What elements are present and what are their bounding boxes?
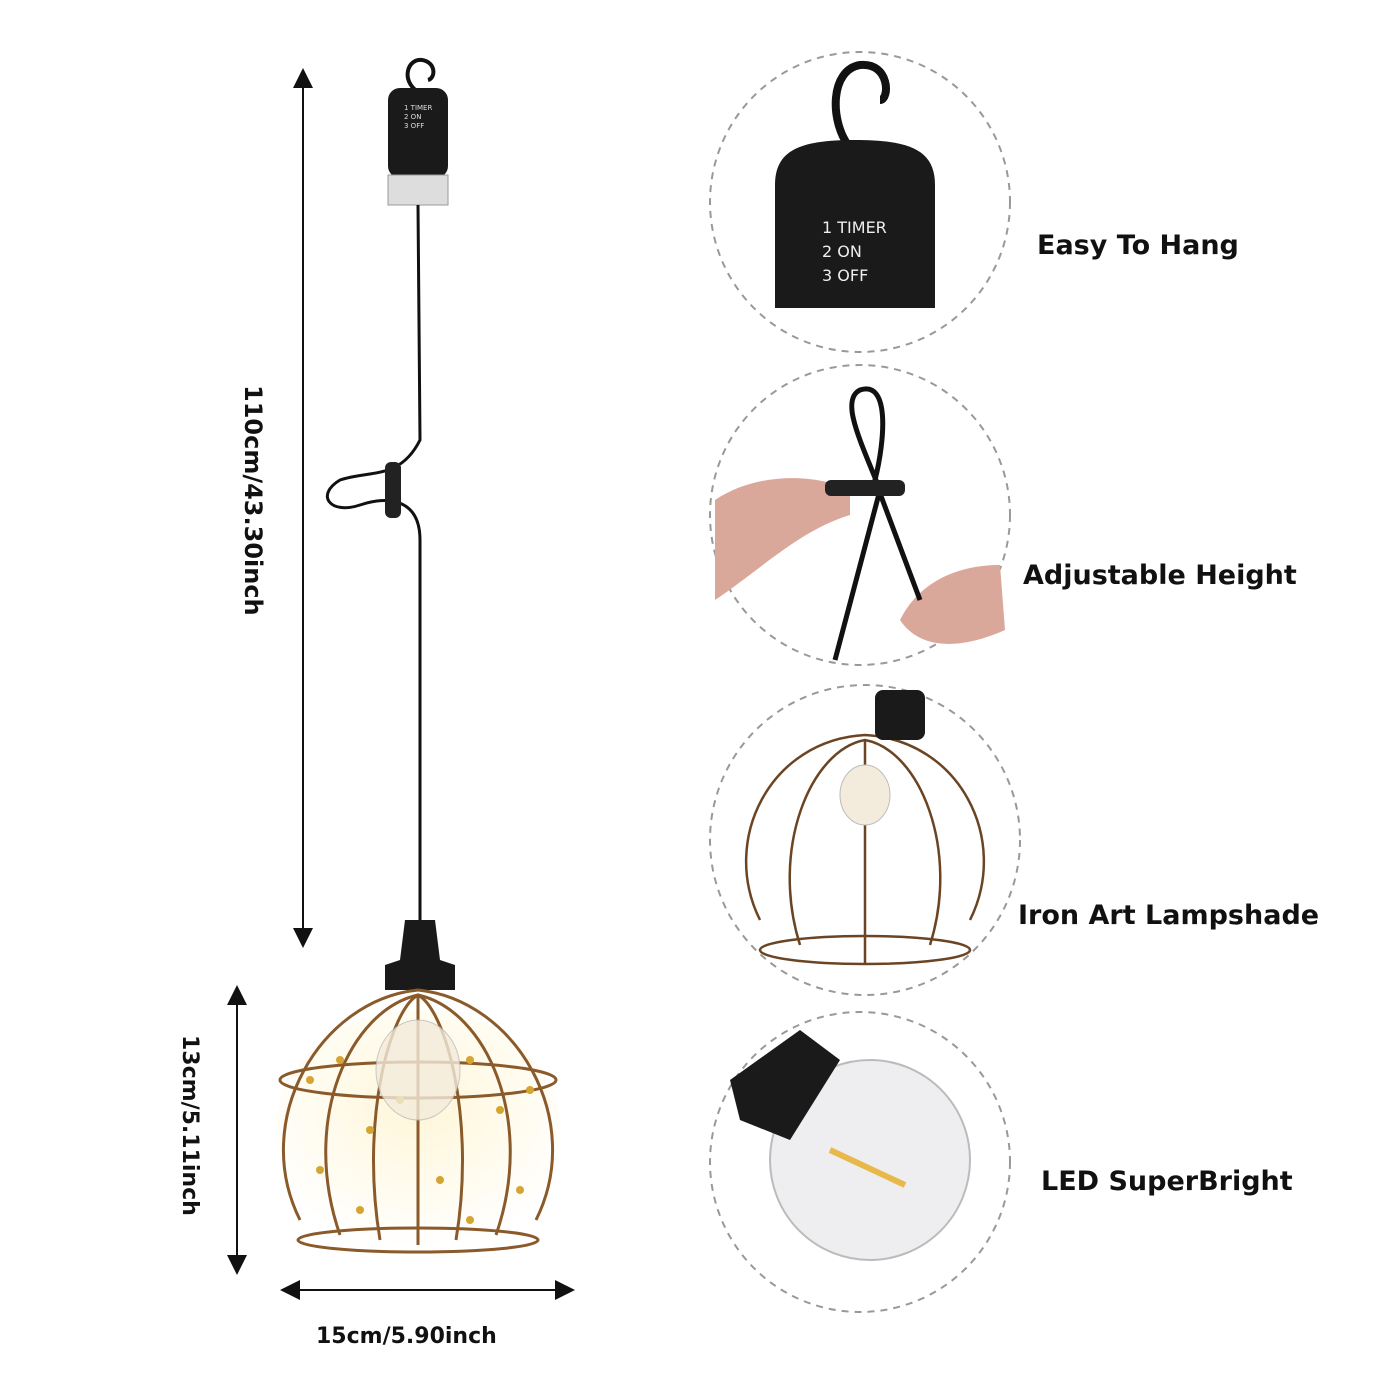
feature-easy-to-hang: Easy To Hang xyxy=(1037,230,1239,261)
feature-circle-height xyxy=(709,364,1011,666)
switch-labels-large: 1 TIMER 2 ON 3 OFF xyxy=(822,216,887,288)
feature-led-superbright: LED SuperBright xyxy=(1041,1166,1293,1197)
feature-circle-led xyxy=(709,1011,1011,1313)
feature-iron-art-lampshade: Iron Art Lampshade xyxy=(1018,900,1320,931)
cord xyxy=(326,204,422,930)
switch-label-off: 3 OFF xyxy=(822,266,869,285)
cord-adjuster xyxy=(385,462,401,518)
socket xyxy=(385,920,455,990)
switch-label-timer: 1 TIMER xyxy=(404,104,433,112)
feature-adjustable-height: Adjustable Height xyxy=(1023,560,1297,591)
feature-circle-lampshade xyxy=(709,684,1021,996)
switch-label-on: 2 ON xyxy=(404,113,422,121)
shade-width-label: 15cm/5.90inch xyxy=(316,1324,497,1349)
switch-label-off: 3 OFF xyxy=(404,122,425,130)
feature-circle-hang xyxy=(709,51,1011,353)
shade-height-label: 13cm/5.11inch xyxy=(177,1035,202,1216)
iron-cage xyxy=(275,988,561,1254)
switch-housing xyxy=(387,57,449,206)
switch-label-timer: 1 TIMER xyxy=(822,218,887,237)
switch-labels-small: 1 TIMER 2 ON 3 OFF xyxy=(404,104,432,131)
cord-length-label: 110cm/43.30inch xyxy=(239,385,267,616)
switch-label-on: 2 ON xyxy=(822,242,862,261)
